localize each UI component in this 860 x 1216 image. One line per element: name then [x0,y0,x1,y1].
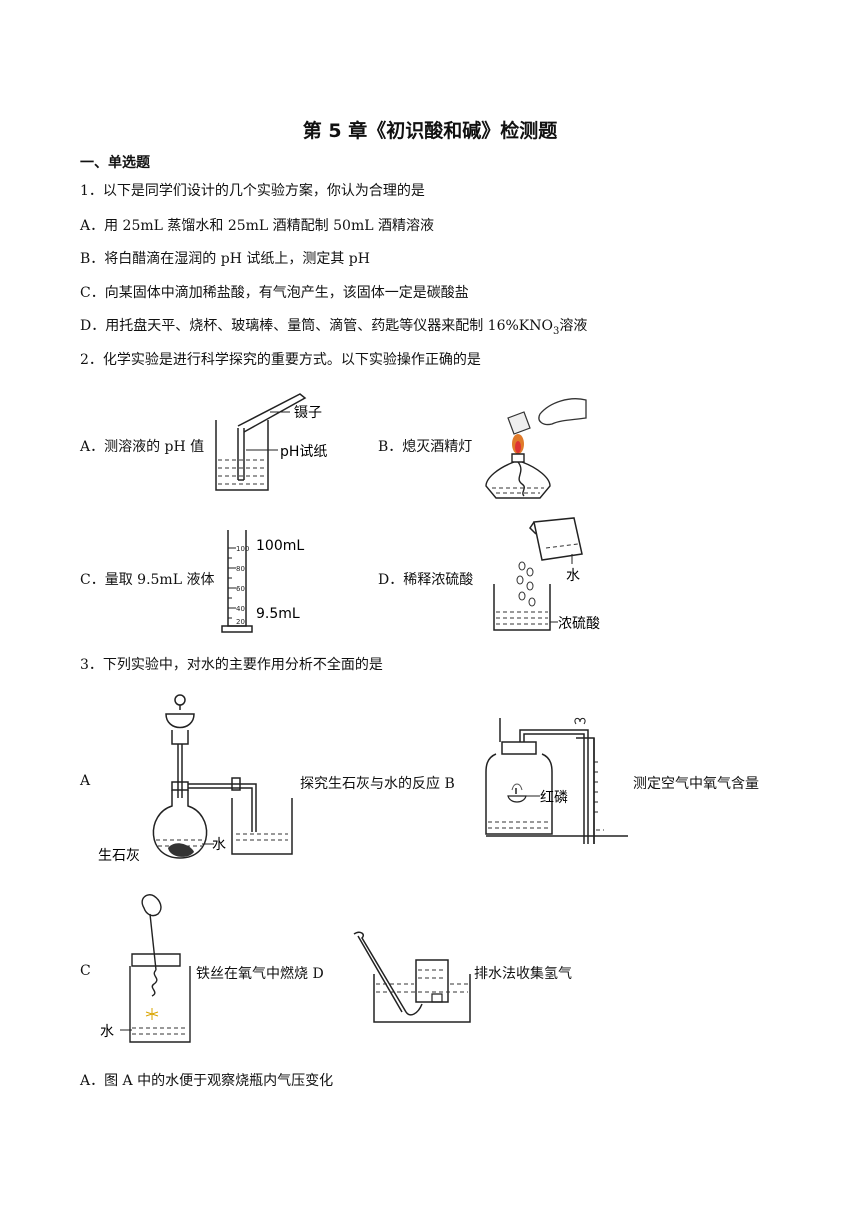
q1-option-a: A．用 25mL 蒸馏水和 25mL 酒精配制 50mL 酒精溶液 [80,218,434,234]
oxygen-content-figure: 红磷 [485,717,628,844]
clamp-icon [574,717,586,725]
spark-icon [145,1008,159,1020]
page-title: 第 5 章《初识酸和碱》检测题 [302,120,558,142]
section-heading: 一、单选题 [80,155,150,171]
dilute-acid-figure: 水 浓硫酸 [493,517,600,632]
cylinder-tick-label: 80 [236,565,245,573]
cylinder-top-label: 100mL [256,538,304,554]
cylinder-bottom-label: 9.5mL [256,606,300,622]
q3-desc-c: 铁丝在氧气中燃烧 D [196,966,324,982]
q3-letter-b: B [444,776,455,792]
ph-paper-label: pH试纸 [280,444,327,460]
quicklime-apparatus-figure: 水 生石灰 [98,694,293,864]
q3-letter-a: A [80,773,91,789]
hydrogen-collection-figure [353,931,471,1023]
q2-option-a: A．测溶液的 pH 值 [80,439,205,455]
tweezers-label: 镊子 [294,405,322,421]
graduated-cylinder-figure: 100 80 60 40 20 100mL 9.5mL [221,530,304,633]
quicklime-label: 生石灰 [98,848,140,864]
lamp-cap-icon [507,411,531,435]
q3-letter-d: D [312,966,324,982]
q2-option-c: C．量取 9.5mL 液体 [80,572,215,588]
water-drops-icon [516,561,536,607]
iron-wire-figure: 水 [100,894,191,1043]
q3-desc-d: 排水法收集氢气 [474,966,572,982]
alcohol-lamp-figure [485,398,587,499]
q3-letter-c: C [80,963,91,979]
q1-option-c: C．向某固体中滴加稀盐酸，有气泡产生，该固体一定是碳酸盐 [80,285,469,301]
q1-option-d: D．用托盘天平、烧杯、玻璃棒、量筒、滴管、药匙等仪器来配制 16%KNO3溶液 [80,318,588,337]
conc-acid-label: 浓硫酸 [558,616,600,632]
water-label: 水 [212,837,226,853]
cylinder-tick-label: 20 [236,618,245,626]
water-label: 水 [100,1024,114,1040]
ph-test-figure: 镊子 pH试纸 [215,393,327,491]
q3-stem: 3．下列实验中，对水的主要作用分析不全面的是 [80,657,383,673]
cylinder-tick-label: 100 [236,545,249,553]
q2-option-b: B．熄灭酒精灯 [378,439,473,455]
q2-option-d: D．稀释浓硫酸 [378,572,474,588]
q1-stem: 1．以下是同学们设计的几个实验方案，你认为合理的是 [80,183,425,199]
q1-option-b: B．将白醋滴在湿润的 pH 试纸上，测定其 pH [80,251,370,267]
hand-icon [141,894,162,917]
red-phosphorus-label: 红磷 [540,790,568,806]
cylinder-tick-label: 40 [236,605,245,613]
shelf-icon [431,993,443,1003]
combustion-spoon-icon [507,795,527,803]
q3-option-a: A．图 A 中的水便于观察烧瓶内气压变化 [80,1073,334,1089]
q3-desc-b: 测定空气中氧气含量 [633,776,759,792]
hand-icon [538,398,587,426]
q3-desc-a: 探究生石灰与水的反应 B [300,776,455,792]
cylinder-tick-label: 60 [236,585,245,593]
quicklime-icon [168,843,194,857]
q2-stem: 2．化学实验是进行科学探究的重要方式。以下实验操作正确的是 [80,352,481,368]
water-label: 水 [566,568,580,584]
